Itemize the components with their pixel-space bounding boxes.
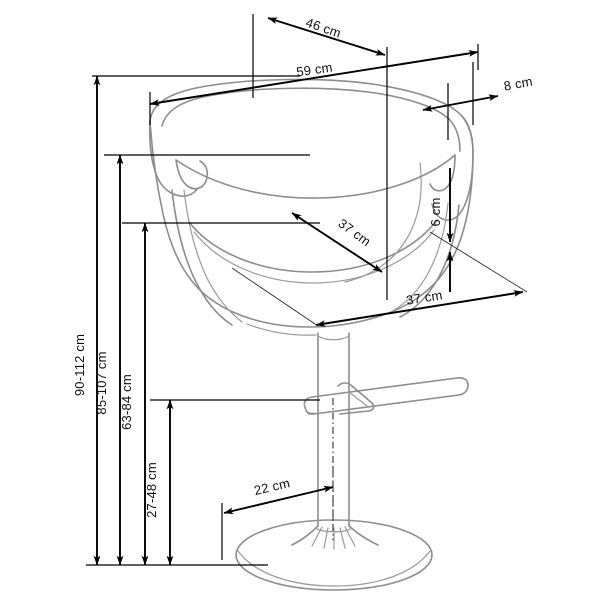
armrest-right-outer	[431, 115, 474, 221]
base-disc-ellipse	[235, 519, 433, 591]
leader-line-37-width-right	[429, 231, 528, 293]
footrest-mount-bracket	[337, 382, 375, 415]
leader-line-37-width-left	[231, 267, 319, 327]
dim-label-63-84: 63-84 cm	[119, 374, 134, 430]
dimension-labels-group: 46 cm 59 cm 8 cm 37 cm 37 cm 6 cm 90-112…	[72, 15, 534, 518]
dim-label-8: 8 cm	[502, 73, 533, 93]
dim-line-8	[422, 94, 499, 112]
footrest-bracket-seam	[348, 391, 368, 407]
dim-label-85-107: 85-107 cm	[94, 351, 109, 414]
base-disc-inner-edge	[237, 550, 431, 587]
backrest-inner-roll	[161, 87, 461, 152]
dim-label-6: 6 cm	[428, 198, 443, 227]
backrest-lower-edge	[175, 154, 456, 199]
dim-label-27-48: 27-48 cm	[144, 462, 159, 518]
dimension-lines-group	[86, 14, 528, 566]
dim-label-37-width: 37 cm	[405, 287, 443, 308]
seat-underside-left	[246, 323, 317, 336]
dim-line-22	[223, 485, 334, 515]
armrest-left-inner-scroll	[175, 159, 209, 190]
dim-label-59: 59 cm	[295, 60, 333, 80]
armrest-left-support-post	[171, 189, 233, 326]
seat-inner-contour	[344, 162, 422, 283]
dim-line-37-width	[315, 290, 524, 327]
footrest-bar-end-cap	[303, 396, 315, 414]
chair-outline-group	[148, 78, 474, 591]
footrest-bar-outline	[303, 377, 469, 415]
dim-label-90-112: 90-112 cm	[72, 334, 87, 396]
armrest-right-inner-scroll	[429, 154, 456, 192]
gas-lift-column-top-collar	[317, 335, 350, 341]
armrest-left-support-post-inner	[183, 189, 243, 323]
seat-pan-thickness-line	[193, 229, 435, 284]
armrest-left-outer	[148, 120, 199, 197]
dim-line-59	[149, 50, 479, 106]
dim-label-22: 22 cm	[253, 475, 292, 498]
dim-label-46: 46 cm	[304, 15, 343, 41]
dim-line-46	[267, 17, 386, 56]
base-column-skirt	[291, 525, 379, 550]
dim-label-37-depth: 37 cm	[336, 216, 374, 250]
